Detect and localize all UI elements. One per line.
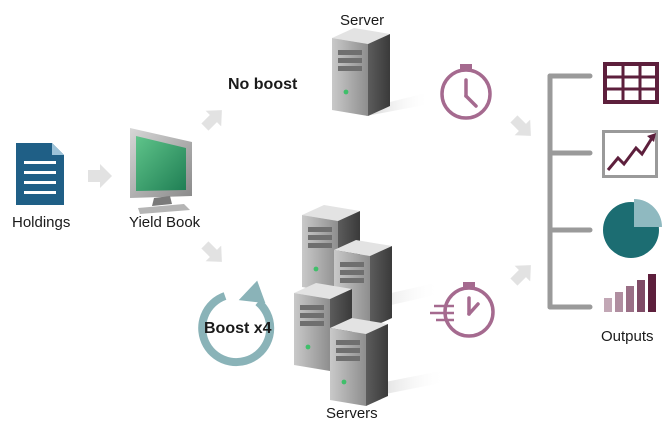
flow-arrow-boost-to-outputs bbox=[510, 265, 531, 286]
server-label: Server bbox=[340, 12, 385, 29]
stopwatch-fast-icon bbox=[430, 282, 495, 338]
stopwatch-icon bbox=[440, 64, 492, 120]
server-icon bbox=[332, 28, 430, 116]
holdings-label: Holdings bbox=[12, 214, 71, 231]
flow-arrow-no-boost-to-outputs bbox=[510, 115, 531, 136]
line-chart-icon bbox=[602, 130, 658, 178]
refresh-icon bbox=[198, 280, 275, 367]
table-grid-icon bbox=[603, 62, 659, 104]
flow-arrow-to-no-boost bbox=[201, 110, 222, 131]
monitor-icon bbox=[130, 128, 192, 214]
boost-label: Boost x4 bbox=[204, 320, 272, 337]
pie-chart-icon bbox=[603, 199, 662, 258]
bar-chart-icon bbox=[604, 274, 656, 312]
server-cluster bbox=[294, 205, 446, 406]
no-boost-label: No boost bbox=[228, 76, 298, 93]
output-bracket bbox=[547, 73, 593, 310]
flow-arrow-to-boost bbox=[201, 241, 222, 262]
document-icon bbox=[16, 143, 64, 205]
yield-book-label: Yield Book bbox=[129, 214, 201, 231]
outputs-label: Outputs bbox=[601, 328, 654, 345]
servers-label: Servers bbox=[326, 405, 378, 422]
flow-arrow-holdings-to-yieldbook bbox=[88, 164, 112, 188]
